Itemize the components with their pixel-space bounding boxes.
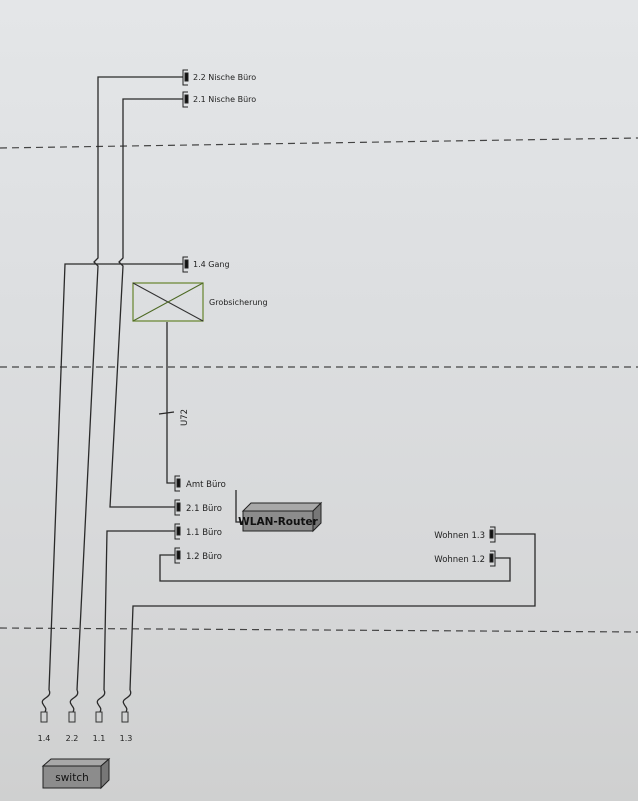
rj45-plugs bbox=[40, 711, 129, 723]
outlet-2-1-symbol bbox=[174, 499, 181, 516]
outlet-wohnen-1-2-label: Wohnen 1.2 bbox=[434, 555, 485, 565]
plug-1-3 bbox=[121, 711, 129, 723]
network-switch-label: switch bbox=[55, 772, 89, 784]
outlet-2-1n-label: 2.1 Nische Büro bbox=[193, 95, 256, 104]
cable-1-1 bbox=[103, 530, 175, 691]
plug-2-2 bbox=[68, 711, 76, 723]
cable-2-2 bbox=[76, 76, 183, 691]
wlan-router-label: WLAN-Router bbox=[238, 516, 318, 528]
cable-tick bbox=[158, 411, 175, 415]
cable-1-4 bbox=[48, 263, 183, 691]
floor-separator-1 bbox=[0, 137, 638, 149]
outlet-gang-label: 1.4 Gang bbox=[193, 260, 230, 269]
cable-1-2 bbox=[159, 554, 511, 582]
switch-port-1-1-label: 1.1 bbox=[93, 734, 106, 743]
outlet-amt-label: Amt Büro bbox=[186, 480, 226, 490]
network-switch bbox=[41, 757, 111, 790]
outlet-2-2-symbol bbox=[182, 69, 189, 86]
plug-1-4 bbox=[40, 711, 48, 723]
outlet-gang-symbol bbox=[182, 256, 189, 273]
switch-port-2-2-label: 2.2 bbox=[66, 734, 79, 743]
switch-port-1-4-label: 1.4 bbox=[38, 734, 51, 743]
floor-separator-3 bbox=[0, 627, 638, 633]
cable-1-3 bbox=[129, 533, 536, 691]
outlet-wohnen-1-3-label: Wohnen 1.3 bbox=[434, 531, 485, 541]
outlet-wohnen-1-2-symbol bbox=[489, 550, 496, 567]
outlet-2-2-label: 2.2 Nische Büro bbox=[193, 73, 256, 82]
outlet-1-2-symbol bbox=[174, 547, 181, 564]
outlet-2-1-label: 2.1 Büro bbox=[186, 504, 222, 514]
outlet-amt-symbol bbox=[174, 475, 181, 492]
outlet-1-1-symbol bbox=[174, 523, 181, 540]
cable-2-1 bbox=[109, 98, 183, 508]
outlet-wohnen-1-3-symbol bbox=[489, 526, 496, 543]
outlet-2-1n-symbol bbox=[182, 91, 189, 108]
outlet-1-1-label: 1.1 Büro bbox=[186, 528, 222, 538]
switch-port-1-3-label: 1.3 bbox=[120, 734, 133, 743]
cable-u72-label: U72 bbox=[180, 409, 190, 426]
fuse-box bbox=[132, 282, 204, 322]
switch-port-leads bbox=[41, 689, 132, 713]
outlet-symbols bbox=[174, 69, 496, 567]
fuse-box-label: Grobsicherung bbox=[209, 298, 268, 307]
cable-u72 bbox=[166, 322, 175, 484]
outlet-1-2-label: 1.2 Büro bbox=[186, 552, 222, 562]
wlan-router bbox=[241, 501, 323, 533]
cable-router bbox=[235, 490, 244, 523]
plug-1-1 bbox=[95, 711, 103, 723]
